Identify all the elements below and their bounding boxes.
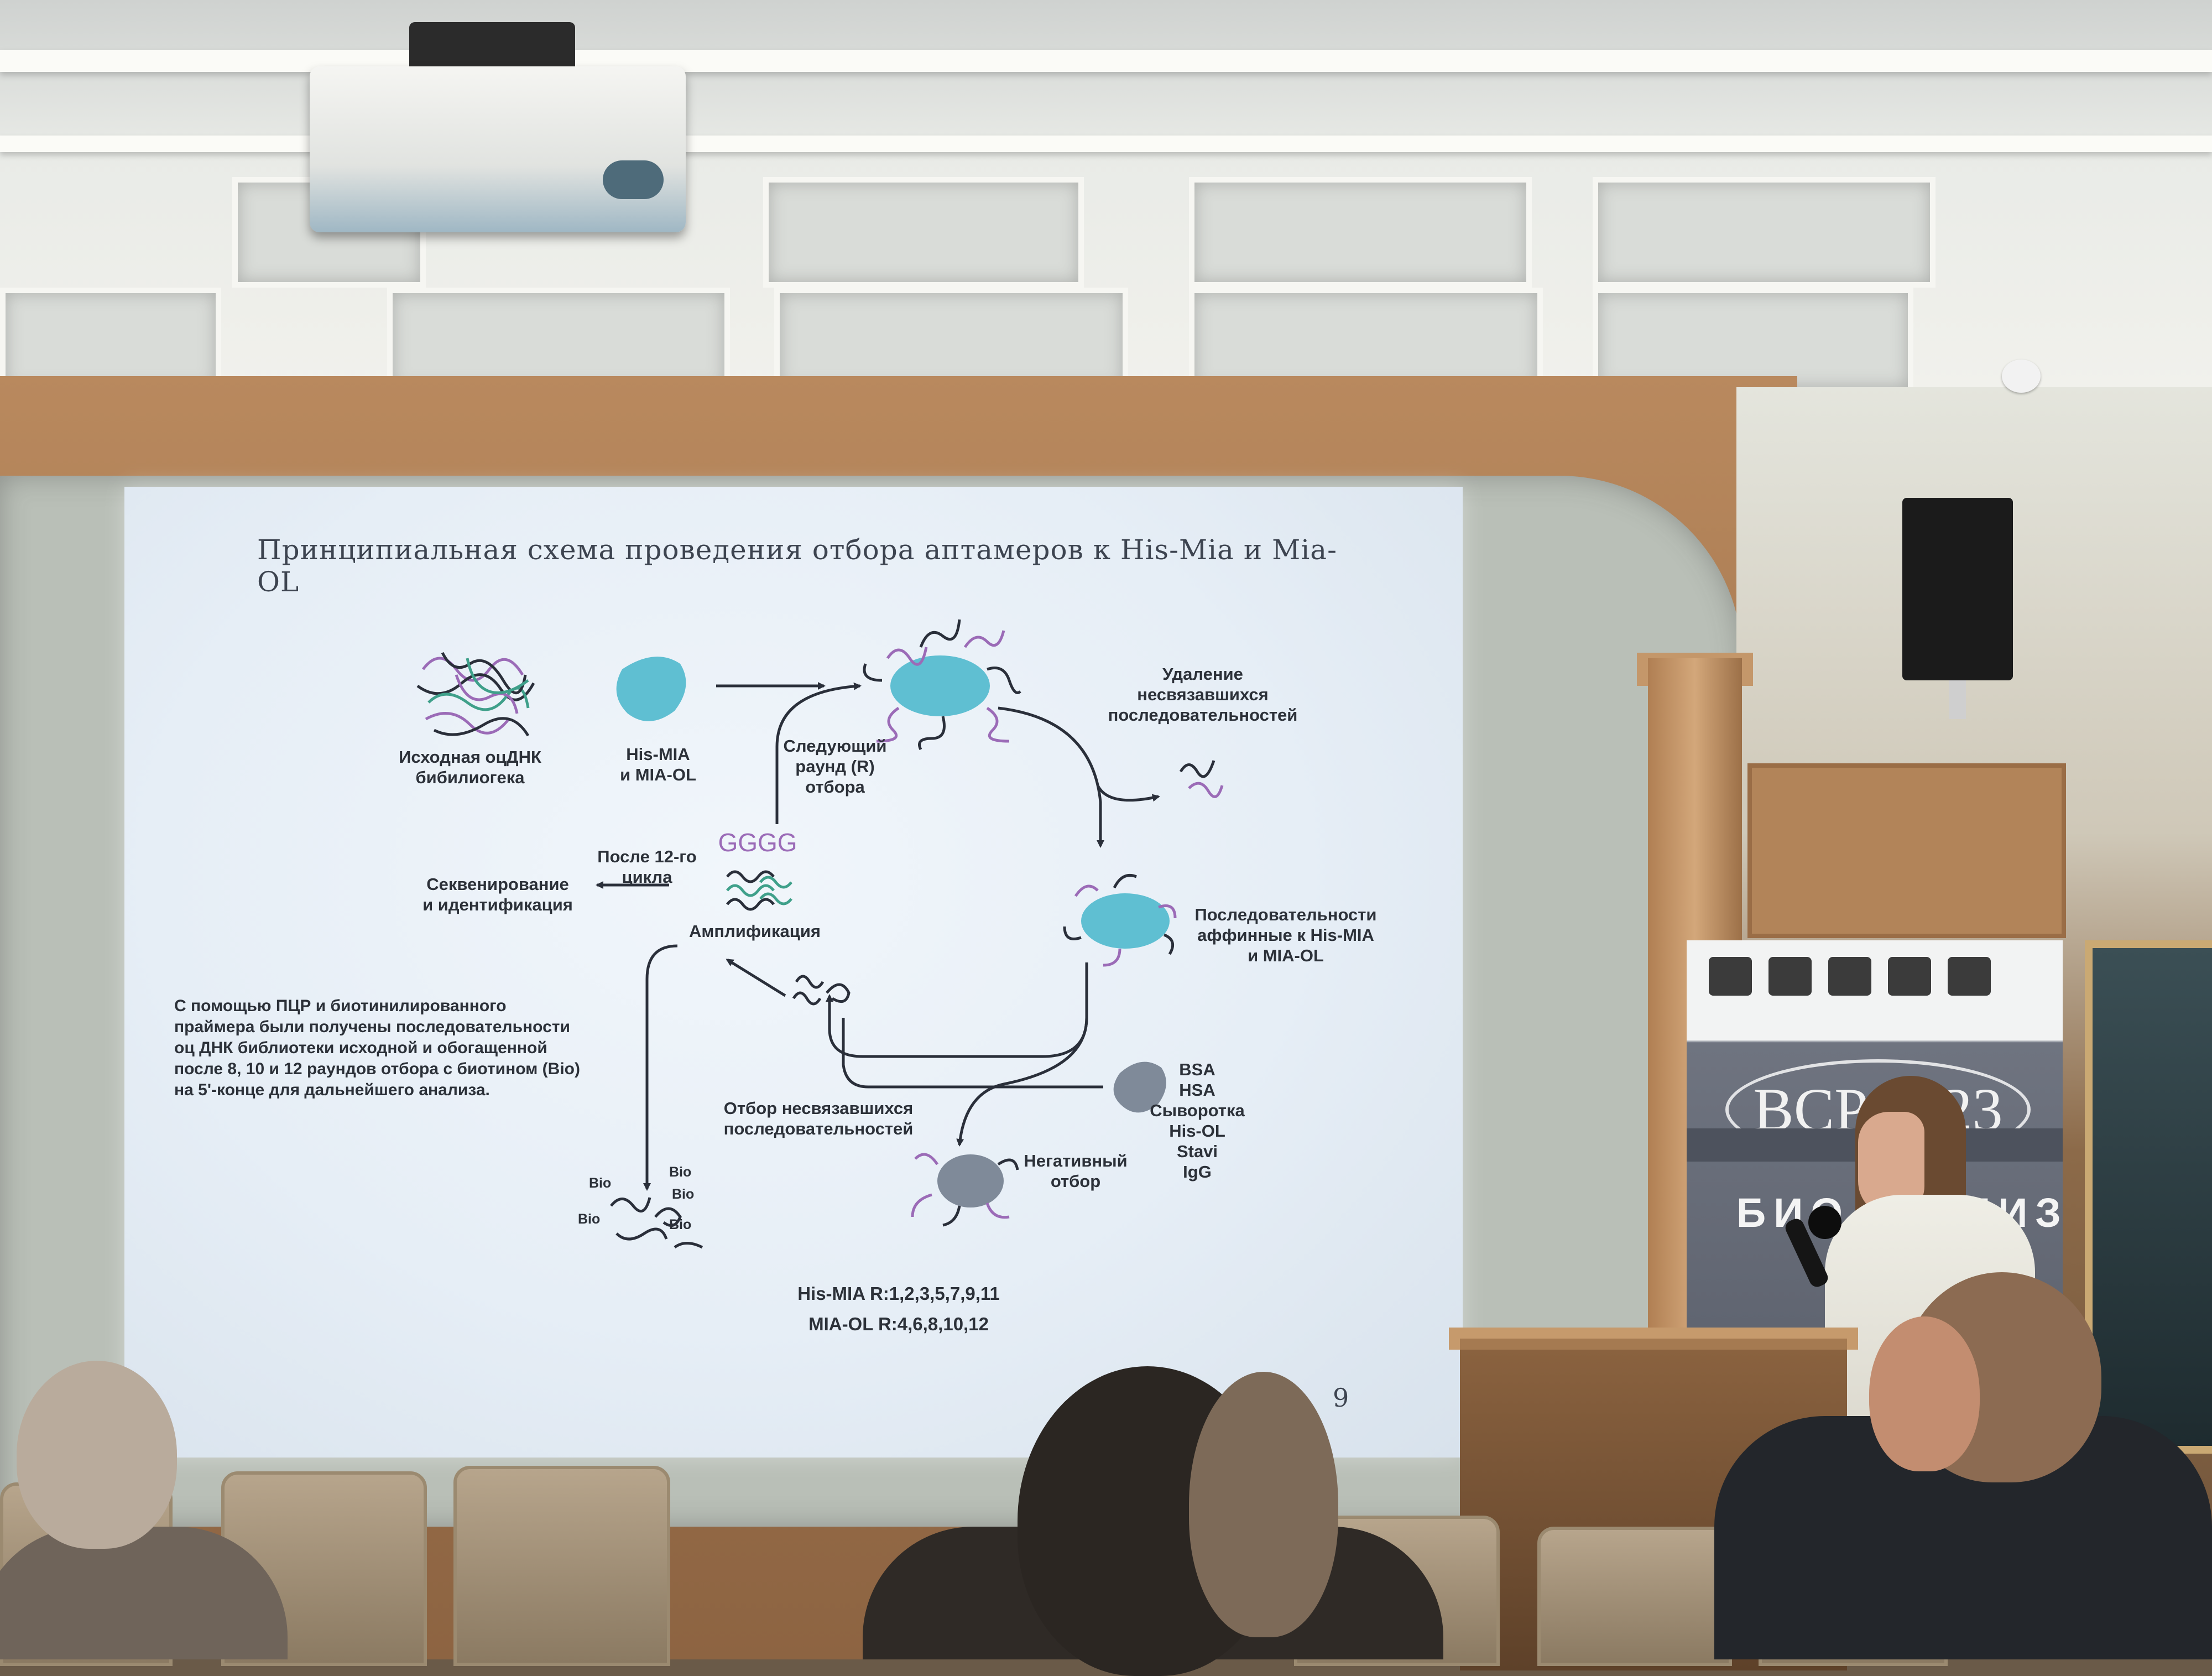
label-gggg: GGGG: [718, 828, 797, 857]
arrow-to-negative: [956, 1017, 1088, 1147]
projector: [310, 66, 686, 232]
arrow-to-amplification: [826, 962, 1088, 1058]
sponsor-logo-icon: [1948, 957, 1991, 996]
chair: [453, 1466, 670, 1666]
label-removal: Удаление несвязавшихся последовательност…: [1108, 664, 1298, 725]
microphone-head: [1808, 1206, 1841, 1239]
ceiling-coffer: [1189, 177, 1532, 288]
pcr-note: С помощью ПЦР и биотинилированного прайм…: [174, 997, 580, 1099]
biotin-label: Bio: [669, 1217, 692, 1232]
projected-slide: Принципиальная схема проведения отбора а…: [124, 487, 1463, 1458]
arrow-to-biotin: [643, 944, 678, 1191]
ceiling-coffer: [763, 177, 1084, 288]
wall-speaker-mount: [1949, 680, 1966, 719]
chair: [1537, 1527, 1732, 1666]
ceiling-coffer: [1593, 177, 1936, 288]
label-targets: His-MIA и MIA-OL: [620, 745, 696, 784]
label-negative-selection: Негативный отбор: [1024, 1151, 1128, 1191]
audience-member-hair: [1189, 1372, 1338, 1637]
label-next-round: Следующий раунд (R) отбора: [783, 736, 887, 797]
biotin-label: Bio: [578, 1211, 601, 1227]
arrow-next-round: [775, 682, 862, 824]
his-mia-rounds: His-MIA R:1,2,3,5,7,9,11: [797, 1283, 1000, 1304]
audience-member-hand: [1869, 1316, 1980, 1471]
slide-page-number: 9: [1333, 1383, 1349, 1413]
label-negative-list: BSA HSA Сыворотка His-OL Stavi IgG: [1150, 1060, 1245, 1181]
unbound-strands-icon: [1179, 760, 1224, 798]
dna-library-icon: [416, 652, 535, 737]
affine-complex-icon: [1063, 874, 1177, 967]
biotin-label: Bio: [669, 1164, 692, 1180]
label-library: Исходная оцДНК бибилиогека: [399, 747, 541, 787]
label-after-12: После 12-го цикла: [597, 847, 697, 887]
biotin-label: Bio: [672, 1186, 695, 1202]
sponsor-logo-icon: [1768, 957, 1812, 996]
negative-complex-icon: [911, 1153, 1019, 1227]
audience-member-body: [0, 1527, 288, 1659]
audience-member-head: [17, 1361, 177, 1549]
label-affine: Последовательности аффинные к His-MIA и …: [1194, 905, 1377, 965]
sponsor-logo-icon: [1709, 957, 1752, 996]
banner-logos: [1709, 957, 2041, 1023]
target-protein-icon: [616, 657, 686, 721]
mia-ol-rounds: MIA-OL R:4,6,8,10,12: [808, 1314, 989, 1334]
sponsor-logo-icon: [1888, 957, 1931, 996]
arrow-unbound-return: [842, 1018, 1103, 1089]
arrow-to-removal: [1096, 784, 1160, 802]
biotinylated-strands-icon: [610, 1197, 703, 1249]
amplicon-icon: [792, 975, 851, 1006]
wall-panel: [1747, 763, 2066, 938]
selex-diagram: [416, 619, 1224, 1249]
biotin-label: Bio: [589, 1175, 612, 1191]
bound-complex-icon: [863, 619, 1021, 751]
label-sequencing: Секвенирование и идентификация: [422, 875, 573, 914]
negative-target-icon: [1113, 1061, 1166, 1113]
label-amplification: Амплификация: [689, 922, 821, 941]
enriched-pool-icon: [726, 870, 792, 911]
projector-lens: [603, 160, 664, 199]
label-unbound-selection: Отбор несвязавшихся последовательностей: [723, 1099, 914, 1138]
arrow-to-affine: [998, 706, 1104, 848]
framed-painting: [2085, 940, 2212, 1454]
wall-speaker: [1902, 498, 2013, 680]
sponsor-logo-icon: [1828, 957, 1871, 996]
slide-title: Принципиальная схема проведения отбора а…: [257, 534, 1337, 598]
arrow-amplicon-to-amplification: [726, 958, 786, 997]
security-camera-icon: [2002, 360, 2041, 393]
